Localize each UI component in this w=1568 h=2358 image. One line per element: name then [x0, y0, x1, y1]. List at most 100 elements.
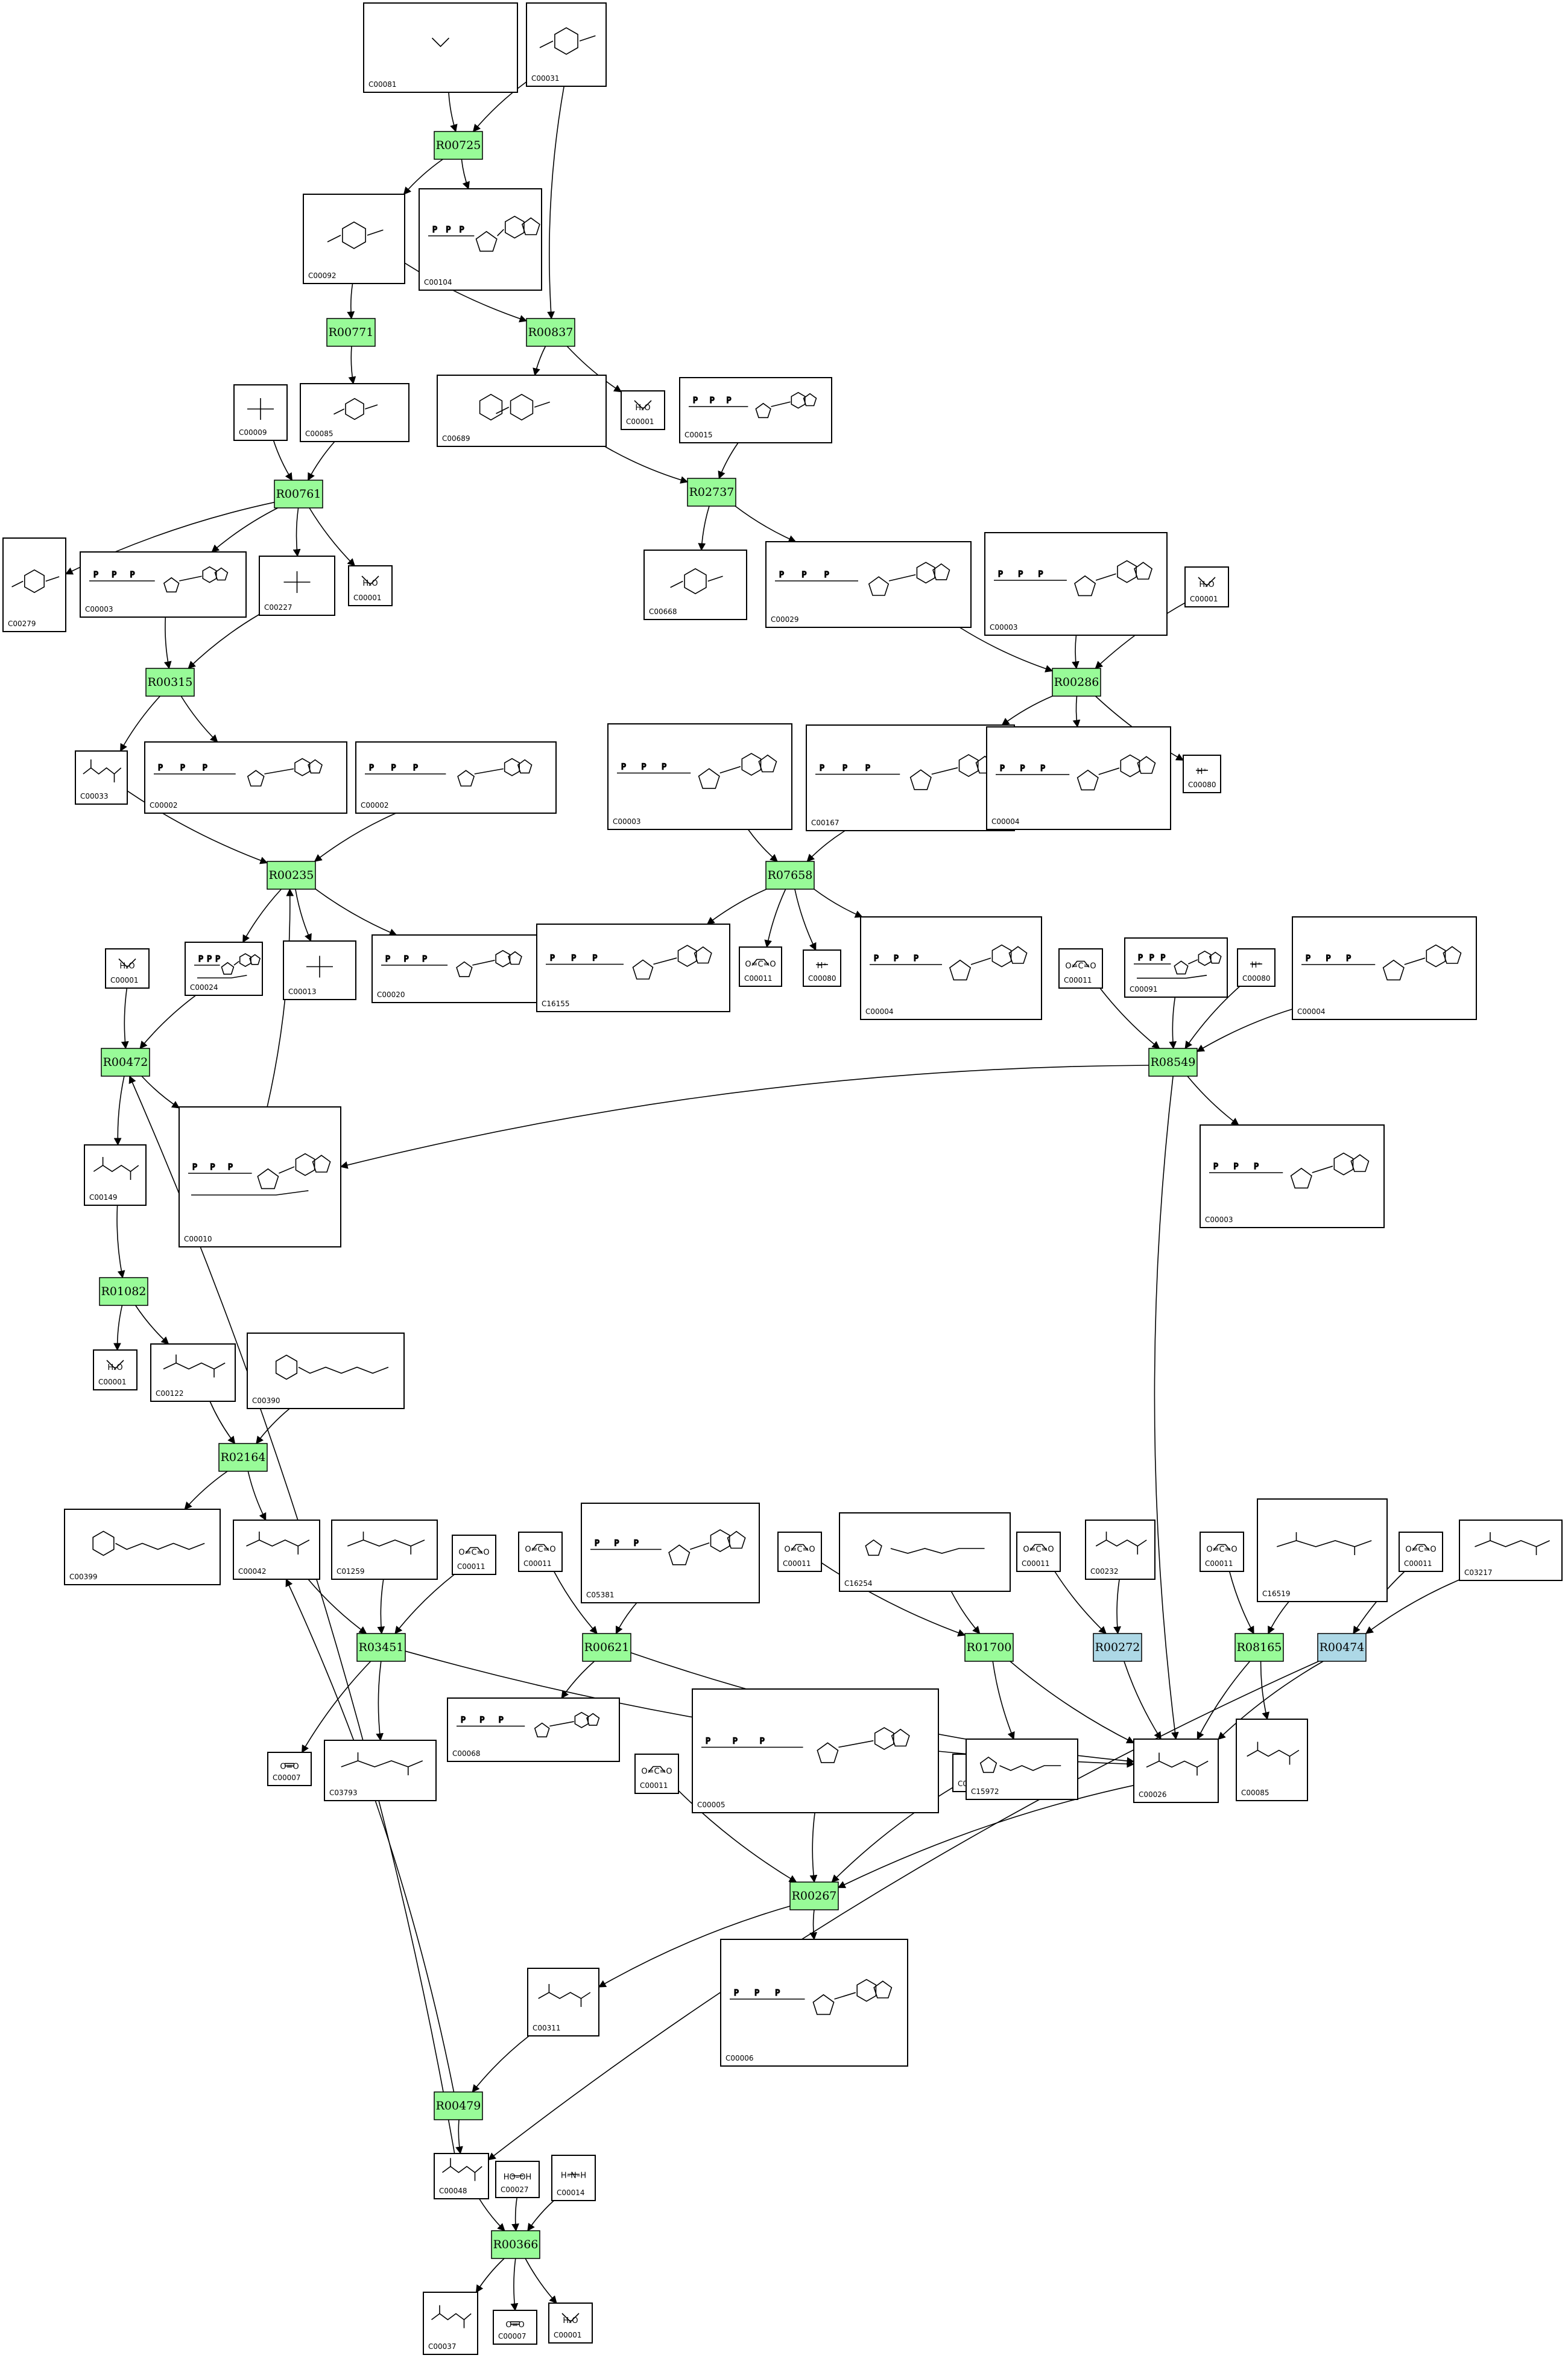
reaction-edge	[139, 995, 197, 1049]
reaction-node[interactable]: R07658	[765, 861, 815, 890]
reaction-node[interactable]: R08165	[1234, 1633, 1284, 1662]
compound-node[interactable]: C00013	[283, 940, 356, 1000]
reaction-node[interactable]: R00472	[101, 1048, 150, 1077]
compound-node[interactable]: C00399	[64, 1509, 221, 1585]
compound-node[interactable]: C00227	[259, 556, 335, 616]
reaction-node[interactable]: R08549	[1148, 1048, 1198, 1077]
compound-node[interactable]: H⁺C00080	[1237, 948, 1276, 987]
compound-node[interactable]: C16254	[839, 1512, 1011, 1592]
compound-node[interactable]: C00037	[423, 2292, 478, 2355]
reaction-node[interactable]: R00366	[491, 2230, 540, 2259]
reaction-node[interactable]: R00725	[434, 131, 483, 160]
compound-node[interactable]: C00009	[233, 384, 288, 441]
reaction-node[interactable]: R00479	[434, 2091, 483, 2120]
compound-node[interactable]: C01259	[331, 1520, 438, 1580]
compound-node[interactable]: C00122	[150, 1343, 236, 1402]
compound-node[interactable]: C00311	[527, 1968, 599, 2036]
compound-node[interactable]: C03793	[324, 1740, 437, 1801]
reaction-node[interactable]: R02164	[218, 1443, 268, 1472]
reaction-node[interactable]: R00837	[526, 318, 575, 347]
compound-node[interactable]: H⁺C00080	[1183, 755, 1221, 793]
compound-node[interactable]: C00033	[75, 750, 128, 805]
reaction-node[interactable]: R00621	[582, 1633, 631, 1662]
compound-node[interactable]: C00279	[2, 537, 66, 632]
reaction-node[interactable]: R00771	[326, 318, 376, 347]
reaction-node[interactable]: R00235	[267, 861, 316, 890]
compound-node[interactable]: C00048	[434, 2153, 489, 2199]
reaction-node[interactable]: R00761	[274, 480, 323, 509]
reaction-node[interactable]: R00286	[1052, 668, 1101, 697]
reaction-node[interactable]: R01082	[99, 1277, 148, 1306]
compound-node[interactable]: C16519	[1257, 1498, 1388, 1602]
reaction-edge	[121, 987, 129, 1050]
compound-node[interactable]: C00085	[1236, 1719, 1308, 1801]
reaction-node[interactable]: R03451	[356, 1633, 406, 1662]
compound-node[interactable]: C00149	[84, 1144, 147, 1206]
svg-text:P: P	[461, 1716, 466, 1725]
reaction-node[interactable]: R00315	[145, 668, 195, 697]
reaction-node[interactable]: R00267	[789, 1881, 839, 1910]
compound-node[interactable]: C00232	[1085, 1520, 1155, 1580]
compound-node[interactable]: C00390	[247, 1333, 405, 1409]
compound-node[interactable]: C03217	[1459, 1520, 1563, 1581]
compound-node[interactable]: C00026	[1133, 1738, 1219, 1803]
reaction-edge	[308, 441, 335, 481]
compound-node[interactable]: C00081	[363, 2, 518, 93]
reaction-node[interactable]: R00474	[1317, 1633, 1367, 1662]
compound-node[interactable]: C00085	[300, 383, 409, 442]
svg-text:P: P	[158, 764, 163, 773]
compound-node[interactable]: C00031	[526, 2, 607, 87]
compound-node[interactable]: C00092	[303, 194, 405, 284]
compound-node[interactable]: C00668	[643, 550, 747, 620]
reaction-node[interactable]: R01700	[964, 1633, 1014, 1662]
reaction-node[interactable]: R02737	[687, 478, 736, 507]
compound-id: C00001	[110, 976, 139, 984]
compound-node[interactable]: C00042	[233, 1520, 320, 1580]
compound-node[interactable]: C00689	[437, 375, 607, 447]
compound-node[interactable]: C15972	[966, 1738, 1078, 1800]
compound-node[interactable]: H⁺C00080	[803, 949, 841, 987]
reaction-node[interactable]: R00272	[1093, 1633, 1142, 1662]
